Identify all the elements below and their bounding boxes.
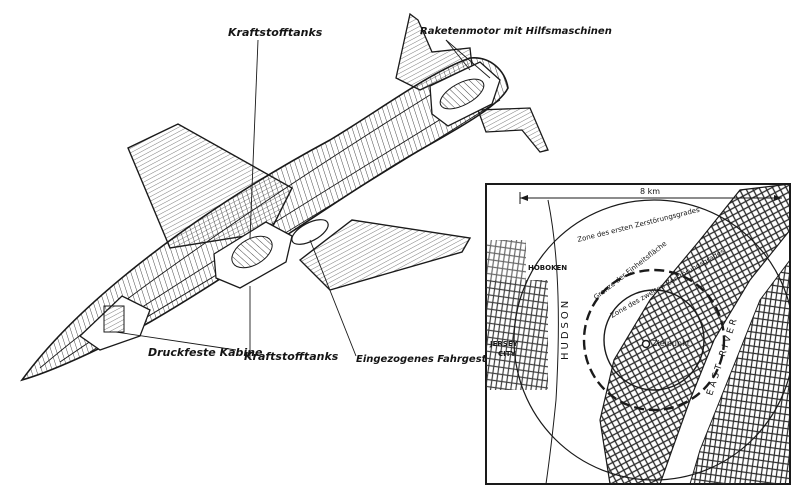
leader-lines <box>115 39 491 358</box>
label-fuel-tanks-bottom: Kraftstofftanks <box>244 350 339 363</box>
label-retracted-gear: Eingezogenes Fahrgestell <box>356 354 501 365</box>
landing-gear-bay <box>291 219 329 245</box>
fuselage <box>19 57 509 382</box>
label-pressure-cabin: Druckfeste Kabine <box>148 346 263 359</box>
target-map: 8 km Zone des ersten Zerstörungsgrades G… <box>485 183 791 485</box>
map-hoboken: HOBOKEN <box>528 264 567 272</box>
manhattan-island <box>599 184 790 484</box>
boundary-circle <box>582 268 726 412</box>
label-fuel-tanks-top: Kraftstofftanks <box>228 26 323 39</box>
map-scale: 8 km <box>640 187 660 196</box>
right-wing <box>298 219 472 291</box>
map-city: CITY <box>498 350 517 358</box>
map-jersey: JERSEY <box>489 340 519 348</box>
map-target: Zielpunkt <box>652 339 690 348</box>
map-hudson: HUDSON <box>560 298 571 360</box>
zone-first-circle <box>513 199 790 481</box>
label-rocket-motor: Raketenmotor mit Hilfsmaschinen <box>420 26 612 37</box>
brooklyn-queens <box>689 259 790 484</box>
target-point <box>641 339 651 349</box>
zone-second-circle <box>603 289 705 391</box>
tail-fin-lower <box>477 107 549 153</box>
